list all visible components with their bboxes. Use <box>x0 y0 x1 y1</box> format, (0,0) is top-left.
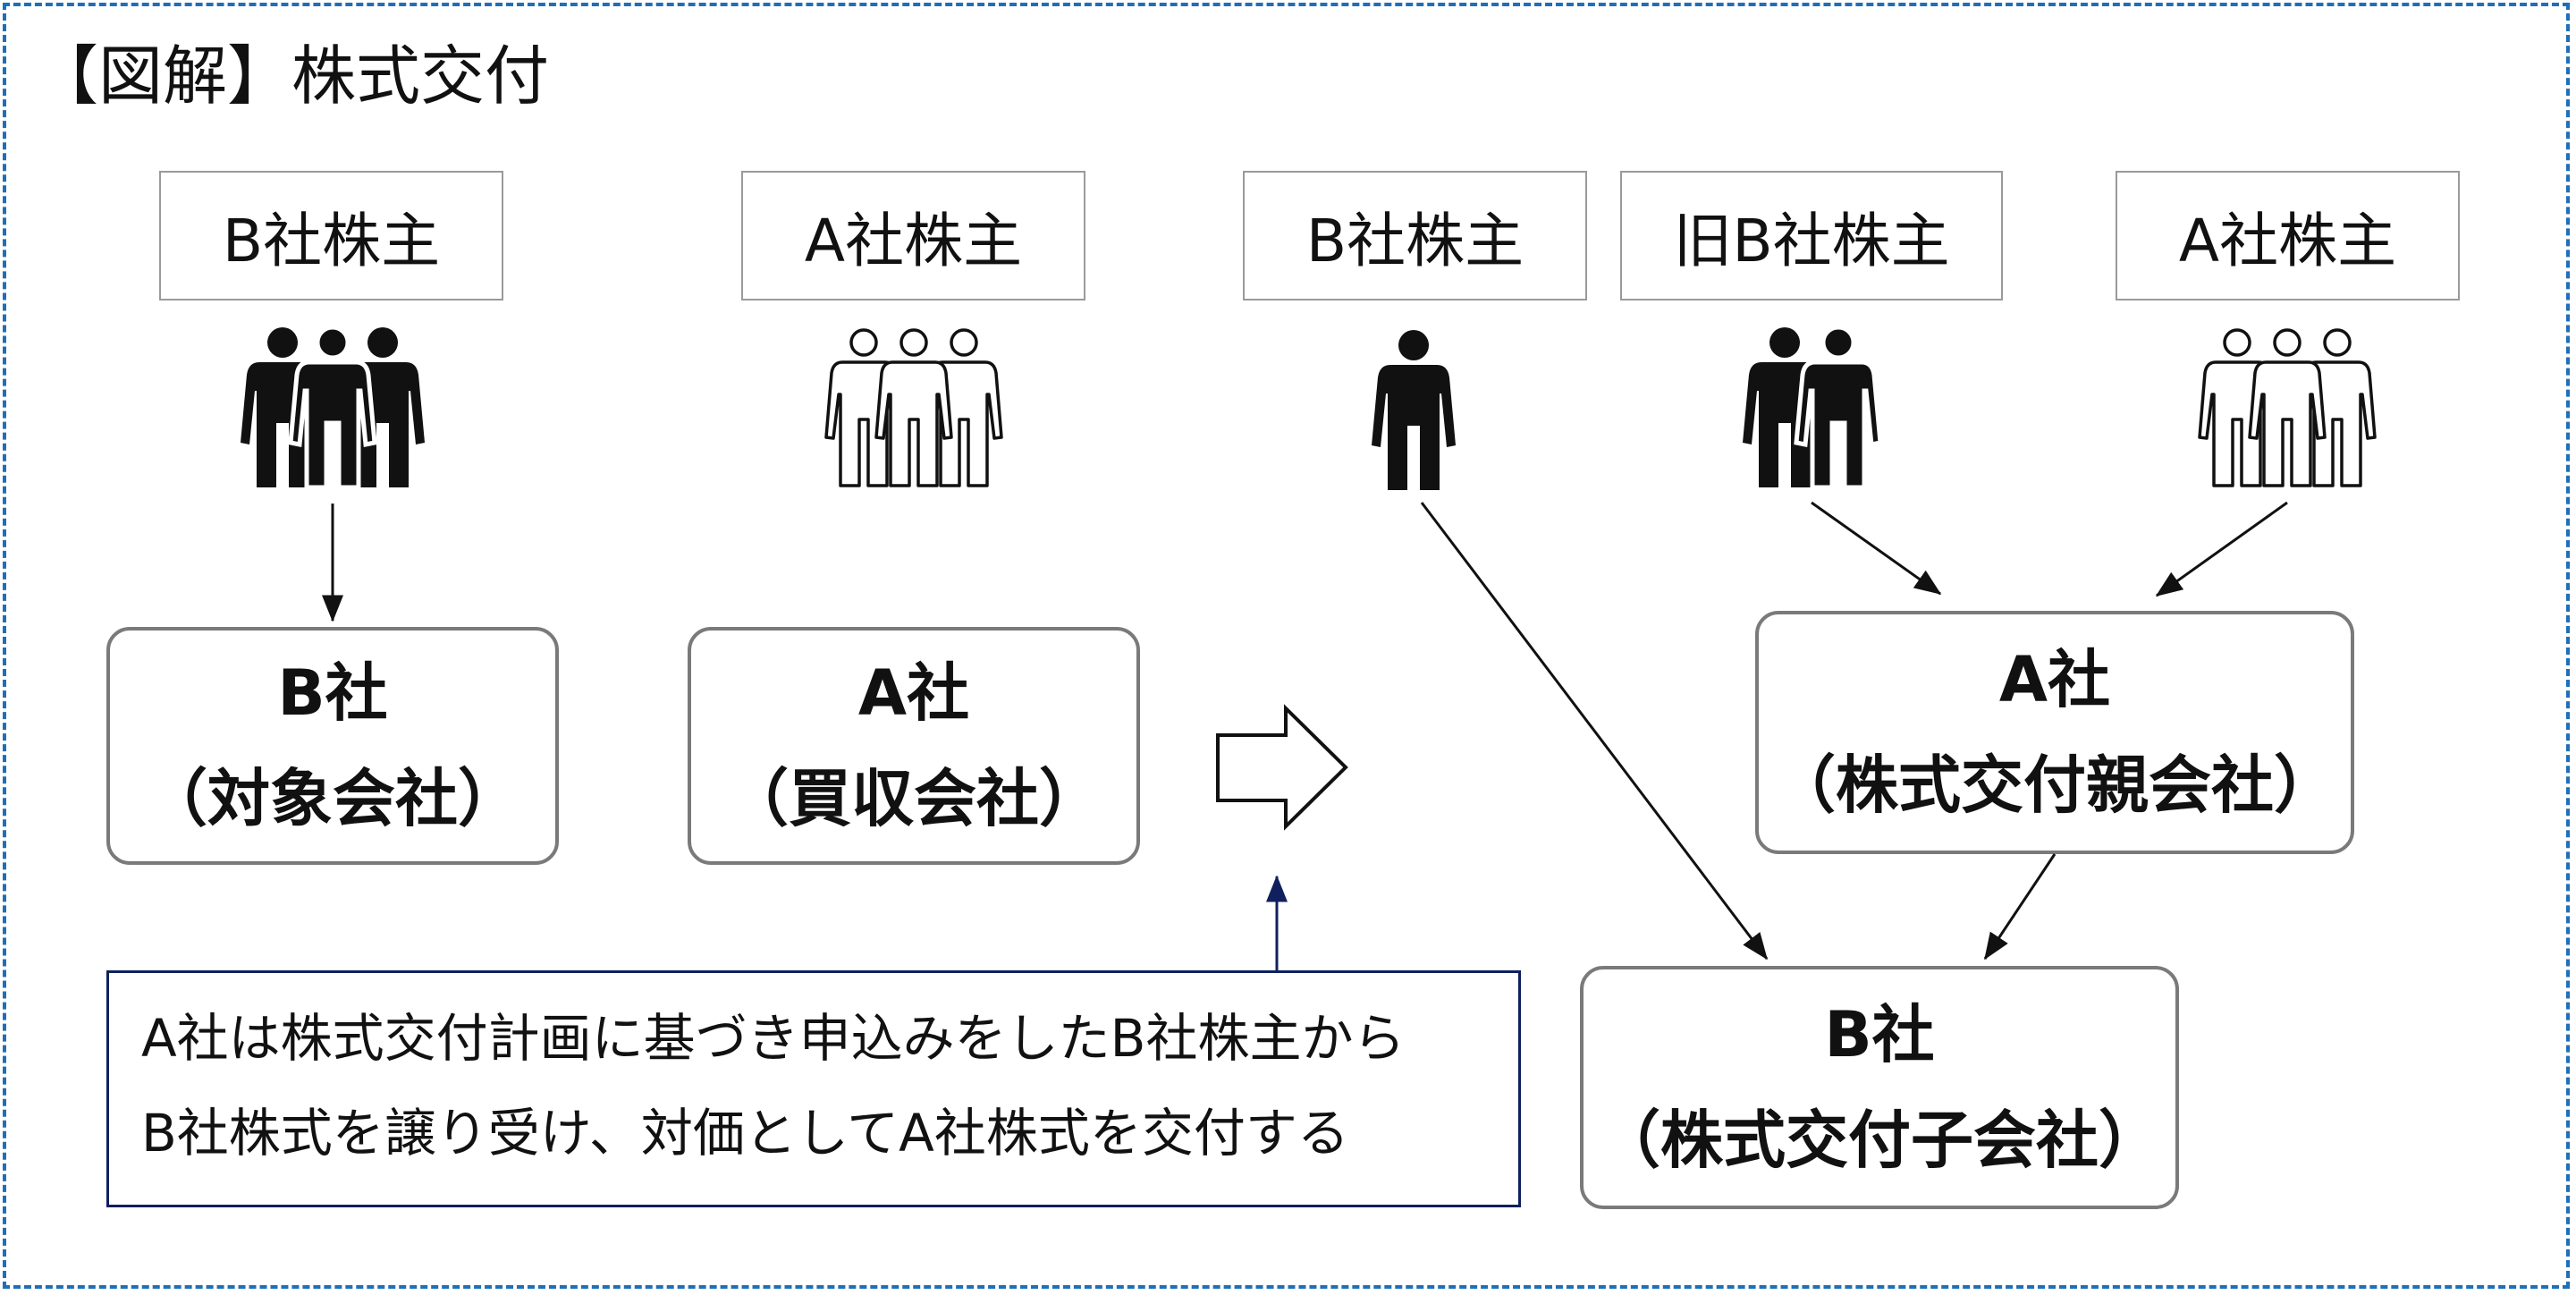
company-a-parent-name: A社 <box>1998 643 2111 716</box>
company-a-acquirer: A社 （買収会社） <box>688 627 1140 865</box>
page-title: 【図解】株式交付 <box>34 38 550 114</box>
transition-arrow-icon <box>1216 704 1348 831</box>
explanation-note: A社は株式交付計画に基づき申込みをしたB社株主から B社株式を譲り受け、対価とし… <box>106 970 1521 1207</box>
company-a-acquirer-name: A社 <box>857 656 970 730</box>
three-people-outline-icon <box>2198 328 2377 487</box>
company-b-target-name: B社 <box>277 656 388 730</box>
company-a-parent: A社 （株式交付親会社） <box>1755 611 2354 854</box>
company-b-target-role: （対象会社） <box>145 762 520 835</box>
arrow-a-shareholders-to-a-parent <box>2155 501 2288 597</box>
dashed-frame <box>3 3 2570 1289</box>
note-line-2: B社株式を譲り受け、対価としてA社株式を交付する <box>141 1103 1349 1164</box>
note-line-1: A社は株式交付計画に基づき申込みをしたB社株主から <box>141 1008 1406 1069</box>
arrow-b-shareholder-to-b-subsidiary <box>1420 502 1769 961</box>
label-b-shareholder-after: B社株主 <box>1243 171 1587 300</box>
company-b-subsidiary: B社 （株式交付子会社） <box>1580 966 2179 1209</box>
three-people-solid-icon <box>241 327 425 487</box>
label-a-shareholders-before: A社株主 <box>741 171 1085 300</box>
company-b-subsidiary-role: （株式交付子会社） <box>1598 1104 2161 1177</box>
three-people-outline-icon <box>824 328 1003 487</box>
company-a-acquirer-role: （買収会社） <box>726 762 1102 835</box>
label-former-b-shareholders: 旧B社株主 <box>1620 171 2003 300</box>
label-a-shareholders-after: A社株主 <box>2116 171 2460 300</box>
label-b-shareholders: B社株主 <box>159 171 503 300</box>
arrow-former-b-to-a-parent <box>1811 501 1942 596</box>
company-a-parent-role: （株式交付親会社） <box>1773 749 2336 822</box>
company-b-subsidiary-name: B社 <box>1824 998 1935 1071</box>
arrow-a-parent-to-b-subsidiary <box>1983 853 2057 961</box>
company-b-target: B社 （対象会社） <box>106 627 559 865</box>
two-people-solid-icon <box>1743 327 1880 487</box>
single-person-solid-icon <box>1372 330 1456 490</box>
